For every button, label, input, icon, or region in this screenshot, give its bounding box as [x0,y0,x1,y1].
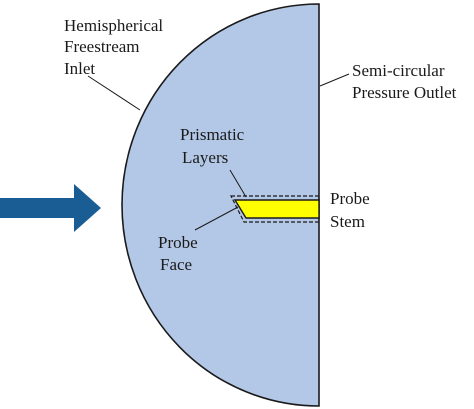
inlet-label: Hemispherical Freestream Inlet [64,16,167,78]
probe-face-label: Probe Face [158,233,202,274]
outlet-label-line-1: Semi-circular [352,61,445,80]
prismatic-leader [229,169,247,198]
probe-face-label-line-1: Probe [158,233,198,252]
probe-face-label-line-2: Face [160,255,192,274]
prismatic-label: Prismatic Layers [180,125,248,167]
prismatic-label-line-2: Layers [182,148,228,167]
probe-body [233,199,320,219]
domain-half-disc [121,3,320,407]
inlet-label-line-1: Hemispherical [64,16,163,35]
inlet-label-line-2: Freestream [64,37,140,56]
prismatic-layer-outline [230,195,320,223]
inlet-leader [87,75,141,111]
outlet-label: Semi-circular Pressure Outlet [352,61,457,102]
inlet-label-line-3: Inlet [64,59,95,78]
outlet-label-line-2: Pressure Outlet [352,83,457,102]
prismatic-label-line-1: Prismatic [180,125,245,144]
probe-stem-label: Probe Stem [330,189,374,231]
probe-stem-label-line-1: Probe [330,189,370,208]
probe-stem-label-line-2: Stem [330,212,365,231]
outlet-leader [319,73,350,87]
flow-arrow [0,184,101,232]
probe-face-leader [194,206,239,231]
